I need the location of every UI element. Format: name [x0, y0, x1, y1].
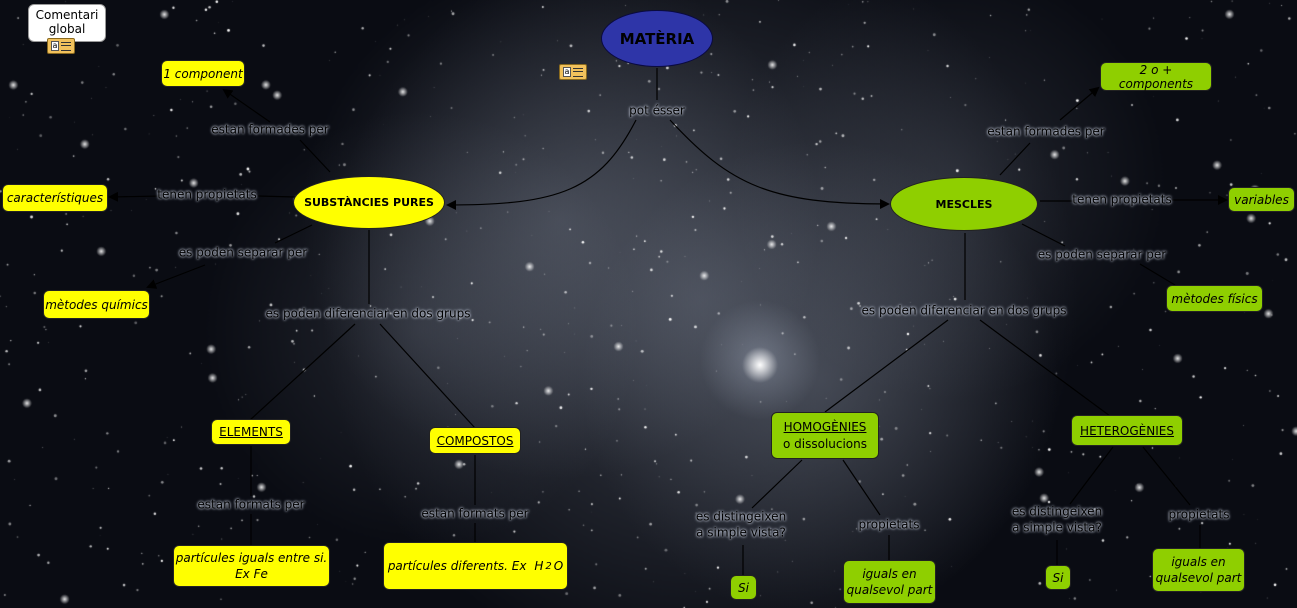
node-1-component[interactable]: 1 component: [161, 60, 245, 87]
link-tenen-propietats-pures: tenen propietats: [157, 187, 257, 202]
node-elements[interactable]: ELEMENTS: [211, 419, 291, 445]
node-particules-iguals[interactable]: partícules iguals entre si. Ex Fe: [173, 545, 330, 587]
node-homogenies-sublabel: o dissolucions: [782, 436, 868, 451]
node-iguals-homogenies-line2: qualsevol part: [846, 583, 933, 597]
link-es-poden-separar-pures: es poden separar per: [178, 245, 308, 260]
node-si-homogenies-label: Si: [738, 580, 749, 595]
node-particules-diferents-label: partícules diferents. Ex: [387, 559, 527, 573]
formula-subscript-2: 2: [545, 560, 552, 572]
node-caracteristiques-label: característiques: [6, 191, 104, 205]
node-iguals-heterogenies[interactable]: iguals en qualsevol part: [1152, 548, 1245, 592]
formula-o: O: [553, 559, 564, 573]
node-metodes-quimics-label: mètodes químics: [45, 297, 148, 312]
annotation-note-icon[interactable]: a: [559, 64, 587, 80]
global-comment-box[interactable]: Comentari global: [28, 4, 106, 42]
node-materia-label: MATÈRIA: [619, 29, 695, 48]
link-es-poden-diferenciar-pures: es poden diferenciar en dos grups: [265, 306, 471, 321]
node-si-heterogenies-label: Si: [1052, 570, 1064, 585]
link-estan-formades-mescles: estan formades per: [987, 124, 1105, 139]
node-homogenies-label: HOMOGÈNIES: [783, 419, 867, 434]
node-metodes-quimics[interactable]: mètodes químics: [43, 290, 150, 319]
node-si-homogenies[interactable]: Si: [730, 575, 757, 600]
node-particules-iguals-line1: partícules iguals entre si.: [175, 551, 328, 565]
link-distingeixen-homogenies-2: a simple vista?: [696, 525, 786, 540]
node-1-component-label: 1 component: [163, 66, 243, 81]
node-particules-iguals-line2: Ex Fe: [235, 567, 268, 581]
node-metodes-fisics-label: mètodes físics: [1171, 291, 1258, 306]
link-es-poden-diferenciar-mescles: es poden diferenciar en dos grups: [861, 303, 1067, 318]
node-elements-label: ELEMENTS: [219, 425, 283, 439]
node-iguals-homogenies-line1: iguals en: [862, 567, 917, 581]
node-heterogenies[interactable]: HETEROGÈNIES: [1071, 415, 1183, 446]
node-iguals-homogenies[interactable]: iguals en qualsevol part: [843, 560, 936, 604]
link-distingeixen-homogenies-1: es distingeixen: [695, 509, 787, 524]
node-variables-label: variables: [1234, 192, 1289, 207]
node-mescles[interactable]: MESCLES: [890, 177, 1038, 231]
node-substancies-pures[interactable]: SUBSTÀNCIES PURES: [293, 176, 445, 229]
link-tenen-propietats-mescles: tenen propietats: [1072, 192, 1172, 207]
node-compostos[interactable]: COMPOSTOS: [429, 427, 521, 454]
node-2-o-mes-components[interactable]: 2 o + components: [1100, 62, 1212, 91]
node-heterogenies-label: HETEROGÈNIES: [1080, 423, 1174, 438]
node-iguals-heterogenies-line1: iguals en: [1171, 555, 1226, 569]
comment-line1: Comentari: [35, 8, 99, 22]
formula-h: H: [534, 559, 544, 573]
link-es-poden-separar-mescles: es poden separar per: [1037, 247, 1167, 262]
node-caracteristiques[interactable]: característiques: [2, 184, 108, 212]
node-compostos-label: COMPOSTOS: [436, 433, 514, 448]
node-mescles-label: MESCLES: [935, 197, 993, 211]
annotation-note-icon[interactable]: a: [47, 38, 75, 54]
node-iguals-heterogenies-line2: qualsevol part: [1155, 571, 1242, 585]
node-materia[interactable]: MATÈRIA: [601, 10, 713, 67]
node-substancies-pures-label: SUBSTÀNCIES PURES: [304, 196, 434, 209]
link-pot-esser: pot ésser: [629, 103, 685, 118]
link-propietats-homogenies: propietats: [858, 517, 920, 532]
node-variables[interactable]: variables: [1228, 187, 1295, 212]
link-distingeixen-heterogenies-1: es distingeixen: [1011, 504, 1103, 519]
link-estan-formats-elements: estan formats per: [197, 497, 305, 512]
link-estan-formats-compostos: estan formats per: [421, 506, 529, 521]
link-propietats-heterogenies: propietats: [1168, 507, 1230, 522]
node-homogenies[interactable]: HOMOGÈNIES o dissolucions: [771, 412, 879, 459]
node-si-heterogenies[interactable]: Si: [1045, 565, 1071, 590]
comment-line2: global: [48, 22, 86, 36]
link-estan-formades-pures: estan formades per: [211, 122, 329, 137]
node-2-o-mes-components-label: 2 o + components: [1118, 62, 1194, 91]
node-metodes-fisics[interactable]: mètodes físics: [1166, 285, 1263, 312]
link-distingeixen-heterogenies-2: a simple vista?: [1012, 520, 1102, 535]
